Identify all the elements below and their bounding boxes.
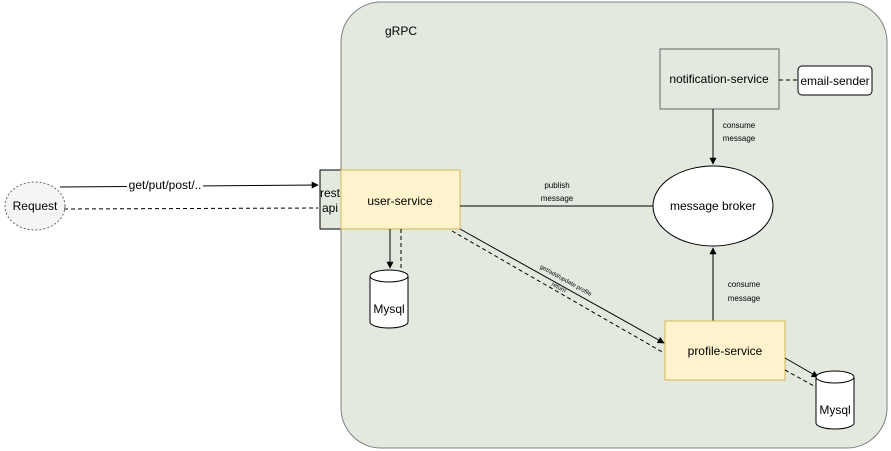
email-sender-label: email-sender: [800, 74, 869, 88]
request-node[interactable]: Request: [4, 181, 66, 231]
publish-edge: publish message: [460, 181, 661, 210]
mysql-profile-db[interactable]: Mysql: [815, 370, 855, 430]
consume-top-label-1: consume: [723, 121, 756, 130]
email-sender-box[interactable]: email-sender: [797, 65, 873, 96]
profile-service-label: profile-service: [688, 344, 763, 358]
message-broker-node[interactable]: message broker: [652, 165, 774, 247]
profile-db-edges: [784, 357, 819, 387]
notification-service-box[interactable]: notification-service: [659, 48, 780, 110]
consume-top-edge: consume message: [709, 109, 756, 165]
user-db-edges: [386, 229, 402, 270]
rest-api-label-1: rest: [320, 186, 341, 200]
consume-bottom-edge: consume message: [709, 247, 761, 321]
message-broker-label: message broker: [670, 199, 756, 213]
publish-label-2: message: [541, 194, 574, 203]
grpc-label: gRPC: [385, 24, 417, 38]
consume-top-label-2: message: [723, 134, 756, 143]
rest-api-port[interactable]: rest api: [319, 169, 342, 230]
user-service-label: user-service: [367, 194, 433, 208]
mysql-user-label: Mysql: [373, 302, 404, 316]
notification-service-label: notification-service: [669, 72, 769, 86]
mysql-user-db[interactable]: Mysql: [369, 269, 409, 329]
request-label: Request: [13, 199, 58, 213]
request-edge-label: get/put/post/..: [129, 178, 202, 192]
mysql-profile-label: Mysql: [819, 403, 850, 417]
publish-label-1: publish: [544, 181, 569, 190]
consume-bottom-label-1: consume: [728, 280, 761, 289]
user-service-box[interactable]: user-service: [340, 169, 461, 230]
profile-service-box[interactable]: profile-service: [664, 320, 786, 381]
consume-bottom-label-2: message: [728, 294, 761, 303]
request-edge: get/put/post/..: [59, 178, 319, 210]
rest-api-label-2: api: [322, 201, 338, 215]
